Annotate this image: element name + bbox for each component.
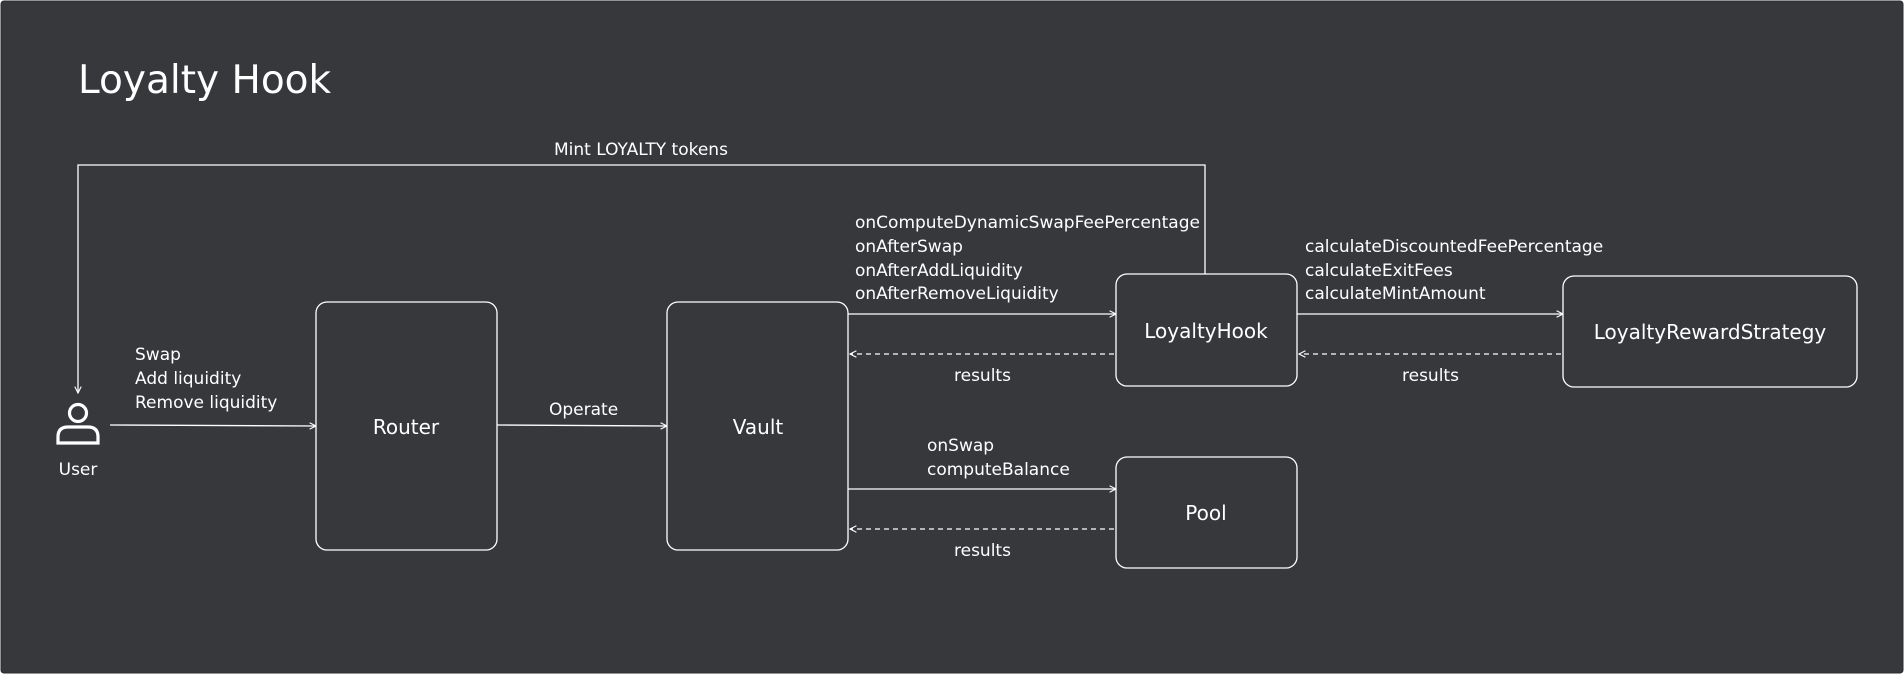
loyalty-hook-node: LoyaltyHook <box>1115 273 1298 387</box>
user-actor: User <box>56 402 100 480</box>
edge-label-remove-liquidity: Remove liquidity <box>135 393 277 413</box>
edge-hook-to-user <box>78 164 1206 393</box>
loyalty-reward-strategy-node: LoyaltyRewardStrategy <box>1562 275 1858 388</box>
router-label: Router <box>373 415 440 439</box>
edge-label-mint-loyalty: Mint LOYALTY tokens <box>554 140 728 160</box>
pool-node: Pool <box>1115 456 1298 569</box>
pool-label: Pool <box>1185 501 1226 525</box>
user-label: User <box>59 460 98 480</box>
edge-label-hook-results: results <box>954 366 1011 386</box>
user-icon <box>56 402 100 445</box>
vault-node: Vault <box>666 301 849 551</box>
edge-label-compute-balance: computeBalance <box>927 460 1070 480</box>
edge-label-calc-discounted-fee: calculateDiscountedFeePercentage <box>1305 237 1603 257</box>
edge-label-calc-mint-amount: calculateMintAmount <box>1305 284 1486 304</box>
edge-label-strategy-results: results <box>1402 366 1459 386</box>
edge-label-on-after-swap: onAfterSwap <box>855 237 963 257</box>
edge-label-calc-exit-fees: calculateExitFees <box>1305 261 1453 281</box>
edge-label-on-swap: onSwap <box>927 436 994 456</box>
edge-router-to-vault <box>496 425 667 426</box>
router-node: Router <box>315 301 498 551</box>
edge-label-pool-results: results <box>954 541 1011 561</box>
vault-label: Vault <box>733 415 784 439</box>
loyalty-reward-strategy-label: LoyaltyRewardStrategy <box>1594 320 1827 344</box>
edge-label-on-compute-fee: onComputeDynamicSwapFeePercentage <box>855 213 1200 233</box>
edge-label-add-liquidity: Add liquidity <box>135 369 241 389</box>
diagram-title: Loyalty Hook <box>78 58 332 103</box>
edge-label-operate: Operate <box>549 400 618 420</box>
edge-user-to-router <box>109 425 316 426</box>
edge-label-on-after-add-liquidity: onAfterAddLiquidity <box>855 261 1023 281</box>
edge-label-on-after-remove-liquidity: onAfterRemoveLiquidity <box>855 284 1059 304</box>
loyalty-hook-label: LoyaltyHook <box>1144 319 1268 343</box>
edge-label-swap: Swap <box>135 345 181 365</box>
